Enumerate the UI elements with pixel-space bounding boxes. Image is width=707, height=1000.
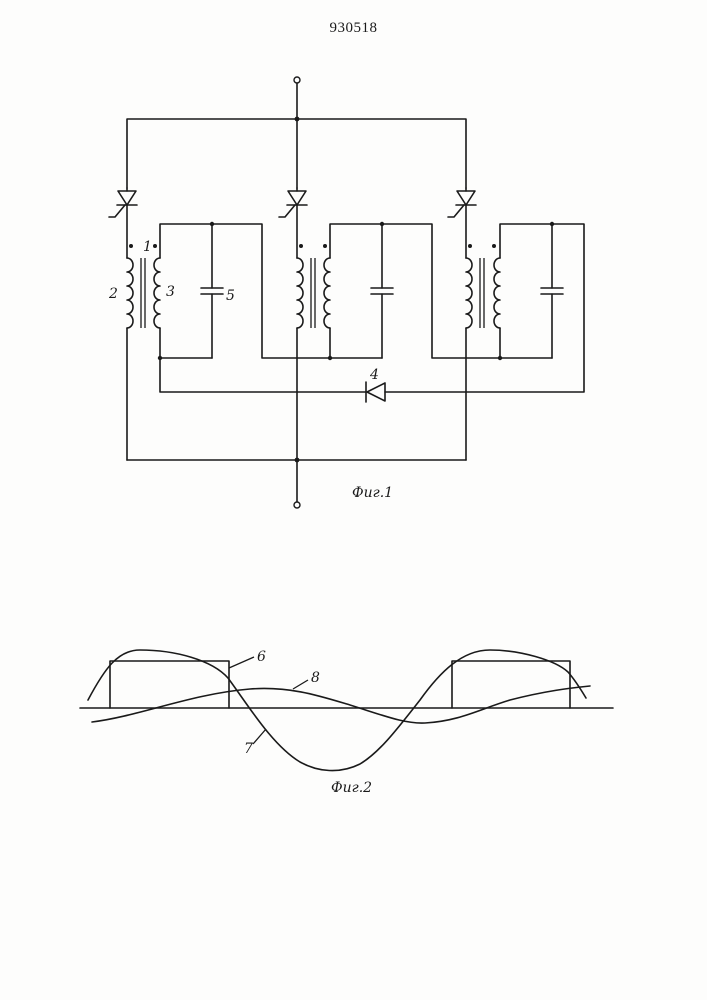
stage-1 (127, 205, 223, 460)
label-capacitor: 5 (226, 288, 235, 304)
fig1-caption: Фиг.1 (352, 485, 393, 501)
top-terminal (294, 77, 300, 83)
label-primary-winding: 2 (108, 286, 118, 302)
stage-2 (297, 205, 393, 502)
stage-3 (466, 205, 563, 460)
secondary-winding-3 (494, 258, 500, 328)
thyristor-2 (279, 188, 307, 217)
thyristor-1 (109, 188, 137, 217)
current-curve (92, 686, 590, 723)
voltage-curve (88, 650, 586, 771)
label-core: 1 (143, 239, 152, 255)
label-secondary-winding: 3 (166, 284, 175, 300)
pulse-2 (452, 661, 570, 708)
polarity-dot (492, 244, 496, 248)
polarity-dot (468, 244, 472, 248)
label-voltage-curve: 7 (244, 741, 253, 757)
label-current-curve: 8 (311, 670, 320, 686)
secondary-winding-1 (154, 258, 160, 328)
polarity-dot (129, 244, 133, 248)
fig1-circuit: 1 2 3 5 4 Фиг.1 (108, 77, 584, 508)
secondary-winding-2 (324, 258, 330, 328)
pulse-1 (110, 661, 229, 708)
bottom-terminal (294, 502, 300, 508)
thyristor-3 (448, 188, 476, 217)
diode (366, 382, 385, 402)
fig2-waveforms: 6 8 7 Фиг.2 (80, 649, 613, 796)
fig2-caption: Фиг.2 (331, 780, 372, 796)
primary-winding-3 (466, 258, 472, 328)
polarity-dot (153, 244, 157, 248)
primary-winding-2 (297, 258, 303, 328)
polarity-dot (323, 244, 327, 248)
label-pulse-curve: 6 (257, 649, 266, 665)
label-diode: 4 (369, 367, 379, 383)
polarity-dot (299, 244, 303, 248)
primary-winding-1 (127, 258, 133, 328)
